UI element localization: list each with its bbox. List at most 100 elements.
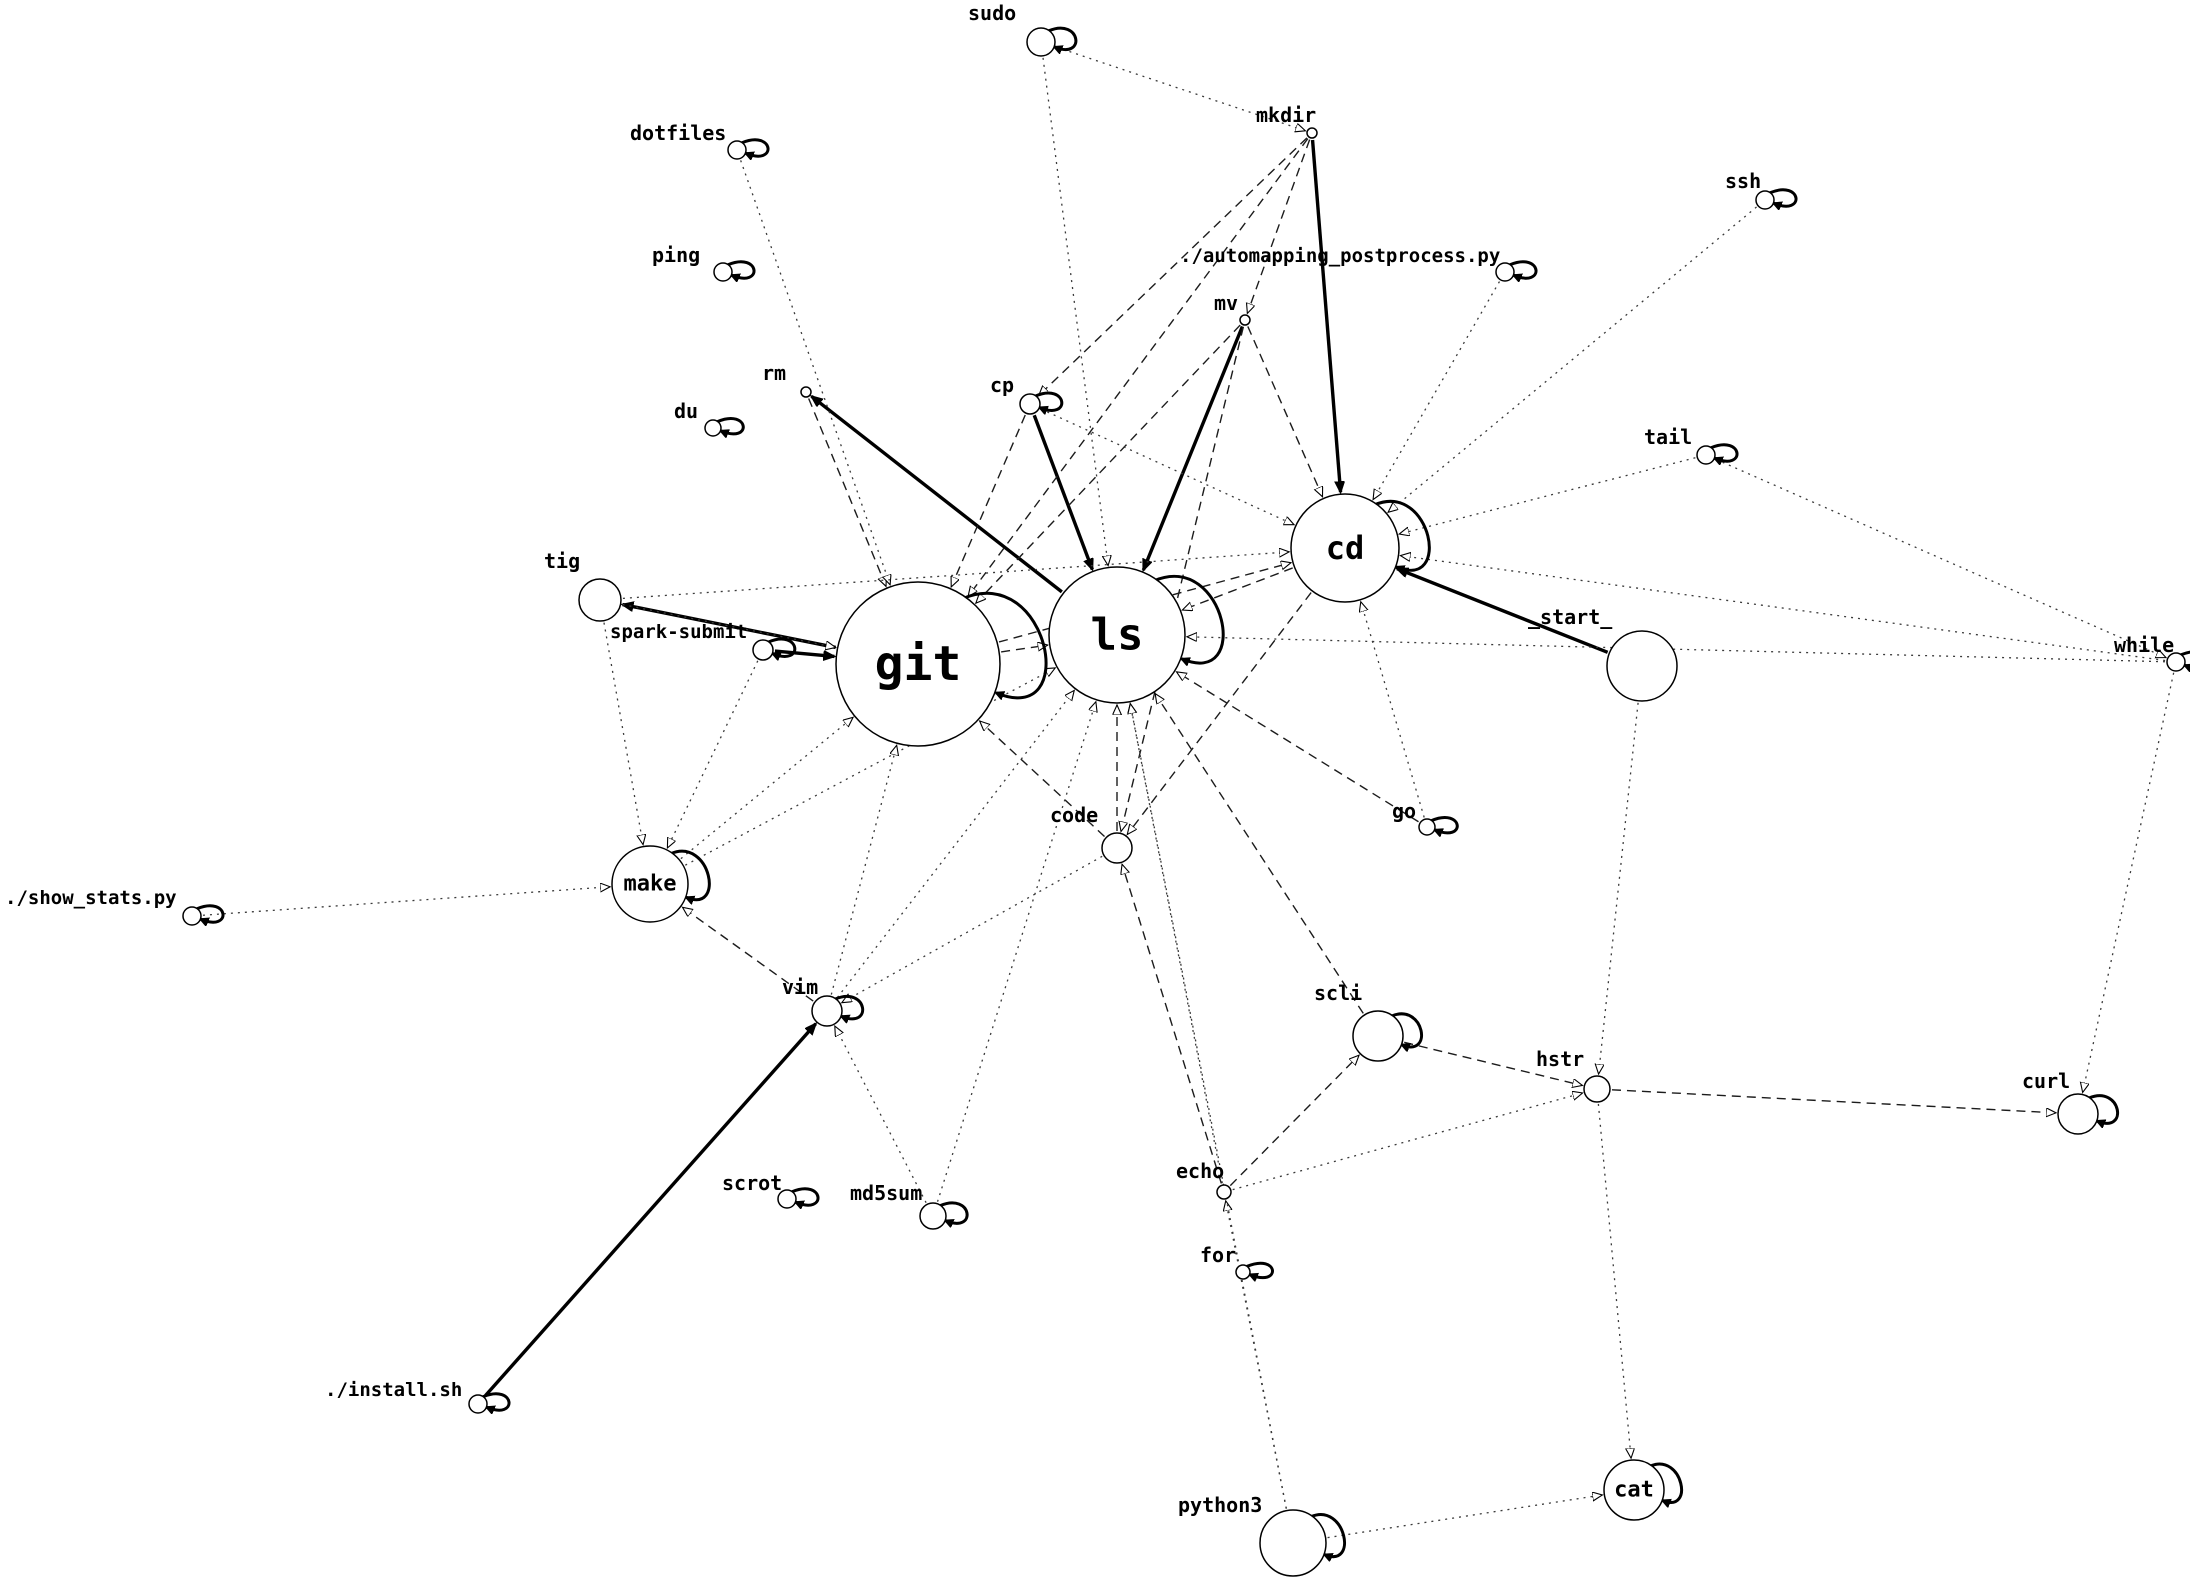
node-label-tail: tail xyxy=(1644,425,1692,449)
edge-while-curl xyxy=(2083,672,2175,1093)
edge-mv-cd xyxy=(1247,326,1323,496)
self-loop-go xyxy=(1430,816,1459,833)
edge-vim-git xyxy=(830,745,896,995)
edge-spark-git xyxy=(774,649,834,656)
edge-echo-code xyxy=(1122,864,1222,1184)
edge-mkdir-cd xyxy=(1310,139,1341,492)
edge-install-vim xyxy=(484,1024,815,1397)
node-ssh xyxy=(1755,190,1775,210)
self-loop-ls xyxy=(1153,574,1225,663)
edge-git-ls xyxy=(1001,645,1048,653)
node-label-while: while xyxy=(2114,633,2174,657)
node-label-mkdir: mkdir xyxy=(1256,103,1316,127)
node-git xyxy=(835,581,1001,747)
node-ls xyxy=(1048,566,1186,704)
node-label-for: for xyxy=(1200,1243,1236,1267)
node-label-make: make xyxy=(624,872,677,897)
edge-vim-ls xyxy=(836,690,1074,998)
edge-spark-make xyxy=(666,660,759,848)
self-loop-spark xyxy=(767,637,797,656)
self-loop-md5sum xyxy=(939,1201,969,1223)
node-cp xyxy=(1019,393,1041,415)
node-automap xyxy=(1495,262,1515,282)
self-loop-scrot xyxy=(791,1187,820,1205)
self-loop-scli xyxy=(1391,1012,1424,1047)
node-cat xyxy=(1603,1459,1665,1521)
edge-rm-git xyxy=(808,398,886,586)
edge-dotfiles-git xyxy=(740,160,890,584)
self-loop-python3 xyxy=(1310,1513,1347,1557)
edge-cp-ls xyxy=(1032,414,1094,569)
node-label-start: _start_ xyxy=(1528,605,1613,629)
edge-mkdir-git xyxy=(968,138,1309,597)
edge-code-vim xyxy=(842,855,1103,1002)
node-label-automap: ./automapping_postprocess.py xyxy=(1180,245,1500,267)
edge-make-git xyxy=(680,717,853,860)
node-label-echo: echo xyxy=(1176,1159,1224,1183)
self-loop-ssh xyxy=(1769,188,1798,206)
edge-md5sum-ls xyxy=(936,702,1096,1202)
edge-code-git xyxy=(980,721,1105,837)
self-loop-cat xyxy=(1649,1462,1684,1502)
edge-vim-make xyxy=(682,907,814,1002)
self-loop-ping xyxy=(727,260,756,278)
node-tail xyxy=(1696,445,1716,465)
node-label-spark: spark-submit xyxy=(610,621,747,643)
self-loop-cd xyxy=(1374,500,1431,570)
node-label-go: go xyxy=(1392,799,1416,823)
node-label-code: code xyxy=(1050,803,1098,827)
loops-layer xyxy=(196,26,2190,1557)
node-echo xyxy=(1216,1184,1232,1200)
node-tig xyxy=(578,578,622,622)
node-dotfiles xyxy=(727,140,747,160)
edge-hstr-cat xyxy=(1597,1103,1631,1458)
self-loop-curl xyxy=(2088,1094,2120,1124)
nodes-layer xyxy=(182,27,2186,1577)
edge-tail-cd xyxy=(1399,457,1696,534)
edge-automap-cd xyxy=(1373,281,1501,500)
self-loop-tail xyxy=(1710,443,1739,461)
node-hstr xyxy=(1583,1075,1611,1103)
node-cd xyxy=(1290,493,1400,603)
edge-sudo-mkdir xyxy=(1055,46,1305,131)
node-label-scli: scli xyxy=(1314,981,1362,1005)
node-label-hstr: hstr xyxy=(1536,1047,1584,1071)
node-vim xyxy=(811,995,843,1027)
edge-ls-rm xyxy=(812,396,1063,594)
edge-sudo-ls xyxy=(1042,57,1108,566)
node-mkdir xyxy=(1306,127,1318,139)
edge-tail-while xyxy=(1715,458,2166,657)
node-showstats xyxy=(182,906,202,926)
node-spark xyxy=(752,639,774,661)
edge-ssh-cd xyxy=(1388,206,1757,512)
node-python3 xyxy=(1259,1509,1327,1577)
node-label-cd: cd xyxy=(1326,529,1365,567)
node-label-mv: mv xyxy=(1214,291,1238,315)
node-mv xyxy=(1239,314,1251,326)
edge-tig-make xyxy=(603,622,643,845)
edge-mv-ls xyxy=(1141,325,1244,570)
edge-mv-code xyxy=(1121,326,1245,832)
edge-scli-ls xyxy=(1155,694,1364,1014)
node-start xyxy=(1606,630,1678,702)
edge-echo-ls xyxy=(1130,704,1223,1184)
node-label-dotfiles: dotfiles xyxy=(630,121,726,145)
node-label-showstats: ./show_stats.py xyxy=(5,887,177,909)
node-label-ls: ls xyxy=(1091,610,1144,661)
node-label-md5sum: md5sum xyxy=(850,1181,922,1205)
node-label-cat: cat xyxy=(1614,1478,1654,1503)
edge-mkdir-cp xyxy=(1039,137,1308,396)
node-for xyxy=(1235,1264,1251,1280)
edge-start-cd xyxy=(1397,567,1609,654)
edge-scli-hstr xyxy=(1404,1041,1582,1085)
node-make xyxy=(611,845,689,923)
self-loop-du xyxy=(716,417,745,434)
edge-while-cd xyxy=(1400,556,2166,662)
self-loop-automap xyxy=(1509,260,1538,278)
node-label-ssh: ssh xyxy=(1725,169,1761,193)
edge-showstats-make xyxy=(202,887,610,916)
node-label-python3: python3 xyxy=(1178,1493,1262,1517)
edge-hstr-curl xyxy=(1611,1089,2056,1113)
edge-go-ls xyxy=(1177,672,1419,823)
